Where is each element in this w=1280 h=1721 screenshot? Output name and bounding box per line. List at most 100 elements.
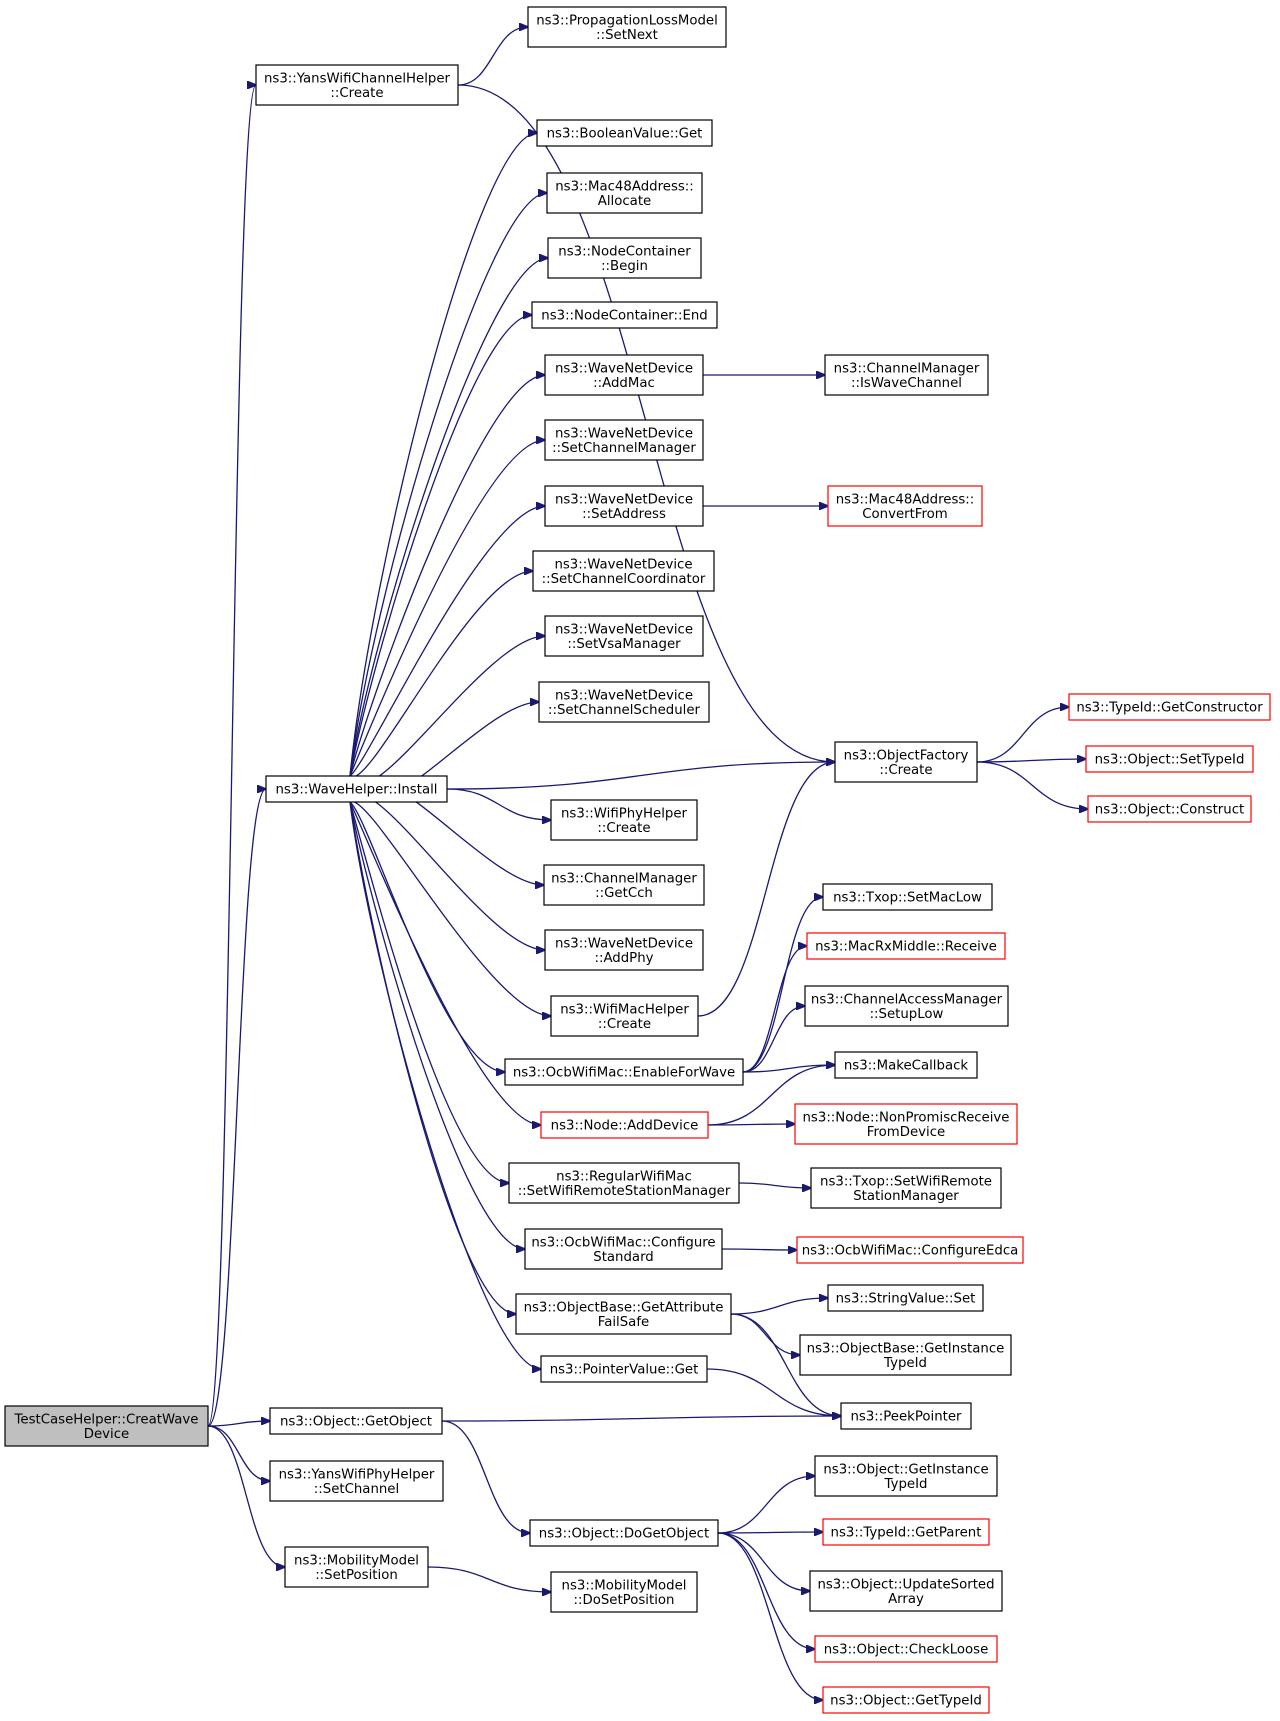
- edge-node_adddev-to-node_nonprom: [707, 1124, 795, 1125]
- node-label-line: Allocate: [598, 194, 651, 209]
- node-obj-settid[interactable]: ns3::Object::SetTypeId: [1085, 745, 1254, 773]
- node-mac48-conv[interactable]: ns3::Mac48Address::ConvertFrom: [827, 485, 983, 527]
- node-rwm-setwrsm[interactable]: ns3::RegularWifiMac::SetWifiRemoteStatio…: [508, 1162, 740, 1204]
- node-wmh-create[interactable]: ns3::WifiMacHelper::Create: [550, 995, 699, 1037]
- node-label-line: ns3::ObjectBase::GetInstance: [807, 1341, 1005, 1356]
- edge-install-to-nc_begin: [349, 258, 548, 777]
- call-edge: [742, 1065, 835, 1073]
- node-box: [806, 932, 1006, 960]
- node-txop-setwrsm[interactable]: ns3::Txop::SetWifiRemoteStationManager: [810, 1167, 1002, 1209]
- node-wnd-setcm[interactable]: ns3::WaveNetDevice::SetChannelManager: [544, 419, 704, 461]
- node-yans-create[interactable]: ns3::YansWifiChannelHelper::Create: [255, 64, 459, 106]
- edge-install-to-pv_get: [349, 801, 541, 1369]
- node-box: [822, 883, 993, 911]
- edge-root-to-obj_getobject: [207, 1421, 270, 1427]
- node-label-line: ns3::Object::Construct: [1095, 803, 1244, 818]
- node-label-line: ns3::ObjectFactory: [844, 748, 969, 763]
- edge-root-to-ywph_setchan: [207, 1425, 270, 1481]
- node-node-adddev[interactable]: ns3::Node::AddDevice: [540, 1111, 709, 1139]
- node-wnd-addphy[interactable]: ns3::WaveNetDevice::AddPhy: [544, 929, 704, 971]
- node-peekpointer[interactable]: ns3::PeekPointer: [840, 1402, 972, 1430]
- node-wnd-addmac[interactable]: ns3::WaveNetDevice::AddMac: [544, 354, 704, 396]
- node-tid-getparent[interactable]: ns3::TypeId::GetParent: [822, 1518, 990, 1546]
- node-label-line: ns3::TypeId::GetParent: [831, 1526, 982, 1541]
- node-nc-end[interactable]: ns3::NodeContainer::End: [531, 301, 718, 329]
- node-install[interactable]: ns3::WaveHelper::Install: [265, 775, 448, 803]
- node-bool-get[interactable]: ns3::BooleanValue::Get: [536, 119, 713, 147]
- call-edge: [349, 801, 541, 1369]
- node-wnd-setcc[interactable]: ns3::WaveNetDevice::SetChannelCoordinato…: [532, 550, 715, 592]
- node-prop-setnext[interactable]: ns3::PropagationLossModel::SetNext: [527, 6, 727, 48]
- node-wnd-setvsa[interactable]: ns3::WaveNetDevice::SetVsaManager: [544, 615, 704, 657]
- edge-install-to-ocb_enable: [349, 801, 505, 1072]
- node-box: [834, 741, 978, 783]
- node-cm-getcch[interactable]: ns3::ChannelManager::GetCch: [543, 864, 705, 906]
- call-edge: [717, 1476, 815, 1534]
- node-obj-dogetobj[interactable]: ns3::Object::DoGetObject: [529, 1519, 719, 1547]
- node-obj-gettypeid[interactable]: ns3::Object::GetTypeId: [822, 1686, 990, 1714]
- edge-ocb_confstd-to-ocb_confedca: [721, 1249, 797, 1250]
- node-label-line: ns3::MakeCallback: [844, 1059, 969, 1074]
- call-edge: [707, 1065, 835, 1126]
- node-tid-getctor[interactable]: ns3::TypeId::GetConstructor: [1068, 693, 1271, 721]
- node-label-line: ns3::Txop::SetWifiRemote: [820, 1174, 992, 1189]
- node-label-line: ::DoSetPosition: [574, 1593, 675, 1608]
- node-label-line: ns3::MacRxMiddle::Receive: [815, 940, 997, 955]
- node-label-line: ns3::NodeContainer: [558, 244, 691, 259]
- edge-install-to-node_adddev: [349, 801, 541, 1125]
- node-mac48-alloc[interactable]: ns3::Mac48Address::Allocate: [546, 172, 703, 214]
- edge-install-to-mac48_alloc: [349, 193, 547, 777]
- node-label-line: ns3::OcbWifiMac::Configure: [531, 1235, 715, 1250]
- node-macrx-receive[interactable]: ns3::MacRxMiddle::Receive: [806, 932, 1006, 960]
- node-label-line: ns3::Object::UpdateSorted: [817, 1577, 994, 1592]
- node-box: [544, 419, 704, 461]
- node-label-line: ns3::RegularWifiMac: [556, 1169, 692, 1184]
- node-obj-getobject[interactable]: ns3::Object::GetObject: [269, 1407, 443, 1435]
- node-nc-begin[interactable]: ns3::NodeContainer::Begin: [547, 237, 702, 279]
- node-label-line: StationManager: [853, 1189, 959, 1204]
- call-edge: [717, 1532, 823, 1700]
- node-label-line: ns3::WaveNetDevice: [555, 622, 693, 637]
- node-box: [540, 1111, 709, 1139]
- node-box: [529, 1519, 719, 1547]
- node-obj-checkloose[interactable]: ns3::Object::CheckLoose: [814, 1635, 998, 1663]
- node-cam-setuplow[interactable]: ns3::ChannelAccessManager::SetupLow: [804, 985, 1009, 1027]
- node-ocb-confedca[interactable]: ns3::OcbWifiMac::ConfigureEdca: [796, 1236, 1024, 1264]
- edge-obj_getobject-to-obj_dogetobj: [441, 1420, 530, 1533]
- node-box: [827, 485, 983, 527]
- edge-install-to-wph_create: [446, 788, 551, 820]
- node-box: [544, 929, 704, 971]
- edge-pv_get-to-peekpointer: [706, 1368, 841, 1416]
- node-wnd-setcs[interactable]: ns3::WaveNetDevice::SetChannelScheduler: [538, 681, 710, 723]
- node-sv-set[interactable]: ns3::StringValue::Set: [827, 1284, 984, 1312]
- node-box: [550, 1571, 698, 1613]
- node-mm-dosetpos[interactable]: ns3::MobilityModel::DoSetPosition: [550, 1571, 698, 1613]
- call-edge: [349, 801, 525, 1249]
- node-obj-construct[interactable]: ns3::Object::Construct: [1087, 795, 1252, 823]
- node-pv-get[interactable]: ns3::PointerValue::Get: [540, 1355, 708, 1383]
- call-edge: [697, 762, 835, 1017]
- call-edge: [441, 1416, 841, 1422]
- call-edge: [207, 1425, 285, 1567]
- node-mm-setpos[interactable]: ns3::MobilityModel::SetPosition: [284, 1546, 429, 1588]
- edge-ocb_enable-to-cam_setuplow: [742, 1006, 805, 1073]
- node-ywph-setchan[interactable]: ns3::YansWifiPhyHelper::SetChannel: [269, 1460, 444, 1502]
- node-label-line: ns3::PropagationLossModel: [536, 13, 718, 28]
- node-cm-iswave[interactable]: ns3::ChannelManager::IsWaveChannel: [824, 354, 989, 396]
- node-of-create[interactable]: ns3::ObjectFactory::Create: [834, 741, 978, 783]
- node-makecallback[interactable]: ns3::MakeCallback: [834, 1051, 978, 1079]
- node-wph-create[interactable]: ns3::WifiPhyHelper::Create: [550, 799, 698, 841]
- node-txop-setmaclow[interactable]: ns3::Txop::SetMacLow: [822, 883, 993, 911]
- edge-obj_getobject-to-peekpointer: [441, 1416, 841, 1422]
- node-ocb-enable[interactable]: ns3::OcbWifiMac::EnableForWave: [504, 1058, 744, 1086]
- edge-install-to-wnd_setvsa: [349, 636, 545, 785]
- node-wnd-setaddr[interactable]: ns3::WaveNetDevice::SetAddress: [544, 485, 704, 527]
- node-label-line: ns3::BooleanValue::Get: [547, 127, 703, 142]
